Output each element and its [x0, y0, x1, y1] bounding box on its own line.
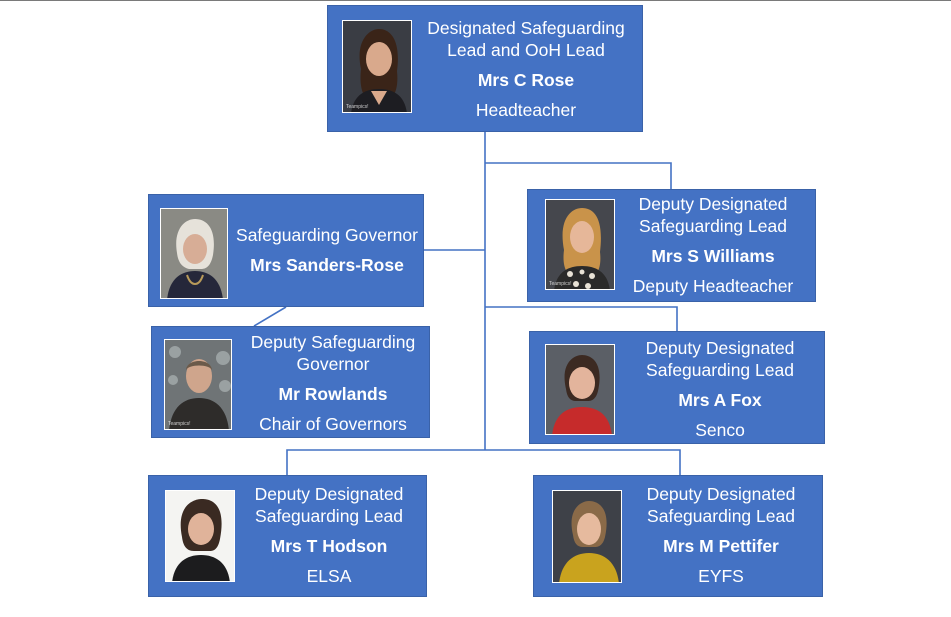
node-rose-name: Mrs C Rose [477, 70, 575, 90]
node-pettifer-role-line-1: Deputy Designated [646, 484, 796, 504]
photo-rose: Teampics! [342, 20, 412, 113]
node-pettifer-name: Mrs M Pettifer [663, 536, 779, 556]
node-hodson-subtitle: ELSA [306, 566, 352, 586]
node-rose-role-line-2: Lead and OoH Lead [447, 40, 605, 60]
node-hodson-name: Mrs T Hodson [270, 536, 388, 556]
node-hodson: Deputy Designated Safeguarding Lead Mrs … [148, 475, 427, 597]
node-rowlands-name: Mr Rowlands [278, 384, 388, 404]
portrait-williams-icon [546, 200, 614, 289]
node-williams-role-line-1: Deputy Designated [638, 194, 788, 214]
photo-williams: Teampics! [545, 199, 615, 290]
node-rose-role-line-1: Designated Safeguarding [427, 18, 625, 38]
top-border-line [0, 0, 951, 1]
node-rowlands-subtitle: Chair of Governors [259, 414, 407, 434]
node-hodson-role-line-1: Deputy Designated [254, 484, 404, 504]
node-pettifer-subtitle: EYFS [698, 566, 744, 586]
node-williams-name: Mrs S Williams [651, 246, 775, 266]
node-rowlands-text: Deputy Safeguarding Governor Mr Rowlands… [238, 331, 428, 435]
portrait-hodson-icon [166, 491, 234, 581]
node-sanders-role-line-1: Safeguarding Governor [236, 225, 418, 245]
node-williams-role-line-2: Safeguarding Lead [639, 216, 787, 236]
connector-to-williams [485, 162, 672, 189]
photo-rowlands: Teampics! [164, 339, 232, 430]
node-williams-subtitle: Deputy Headteacher [632, 276, 794, 296]
node-williams: Teampics! Deputy Designated Safeguarding… [527, 189, 816, 302]
node-hodson-role-line-2: Safeguarding Lead [255, 506, 403, 526]
node-fox-text: Deputy Designated Safeguarding Lead Mrs … [626, 337, 814, 441]
portrait-fox-icon [546, 345, 614, 434]
node-pettifer-text: Deputy Designated Safeguarding Lead Mrs … [630, 483, 812, 587]
node-sanders-text: Safeguarding Governor Mrs Sanders-Rose [233, 224, 421, 276]
node-rowlands: Teampics! Deputy Safeguarding Governor M… [151, 326, 430, 438]
node-fox-role-line-2: Safeguarding Lead [646, 360, 794, 380]
node-pettifer: Deputy Designated Safeguarding Lead Mrs … [533, 475, 823, 597]
node-rose-subtitle: Headteacher [475, 100, 577, 120]
node-pettifer-role-line-2: Safeguarding Lead [647, 506, 795, 526]
photo-rose-label: Teampics! [346, 104, 369, 110]
node-hodson-text: Deputy Designated Safeguarding Lead Mrs … [239, 483, 419, 587]
photo-sanders [160, 208, 228, 299]
photo-fox [545, 344, 615, 435]
node-williams-text: Deputy Designated Safeguarding Lead Mrs … [620, 193, 806, 297]
node-rowlands-role-line-2: Governor [296, 354, 370, 374]
node-fox-subtitle: Senco [695, 420, 745, 440]
portrait-pettifer-icon [553, 491, 621, 582]
photo-pettifer [552, 490, 622, 583]
node-fox-name: Mrs A Fox [678, 390, 762, 410]
photo-rowlands-label: Teampics! [168, 421, 191, 427]
connector-to-hodson-pettifer [286, 449, 681, 475]
node-sanders: Safeguarding Governor Mrs Sanders-Rose [148, 194, 424, 307]
photo-hodson [165, 490, 235, 582]
node-sanders-name: Mrs Sanders-Rose [250, 255, 404, 275]
connector-to-fox [485, 306, 678, 331]
node-fox-role-line-1: Deputy Designated [645, 338, 795, 358]
node-fox: Deputy Designated Safeguarding Lead Mrs … [529, 331, 825, 444]
portrait-rowlands-icon [165, 340, 231, 429]
connector-sanders-to-rowlands [253, 306, 287, 327]
node-rowlands-role-line-1: Deputy Safeguarding [250, 332, 416, 352]
portrait-rose-icon [343, 21, 411, 112]
portrait-sanders-icon [161, 209, 227, 298]
node-rose-text: Designated Safeguarding Lead and OoH Lea… [418, 17, 634, 121]
node-rose: Teampics! Designated Safeguarding Lead a… [327, 5, 643, 132]
photo-williams-label: Teampics! [549, 281, 572, 287]
